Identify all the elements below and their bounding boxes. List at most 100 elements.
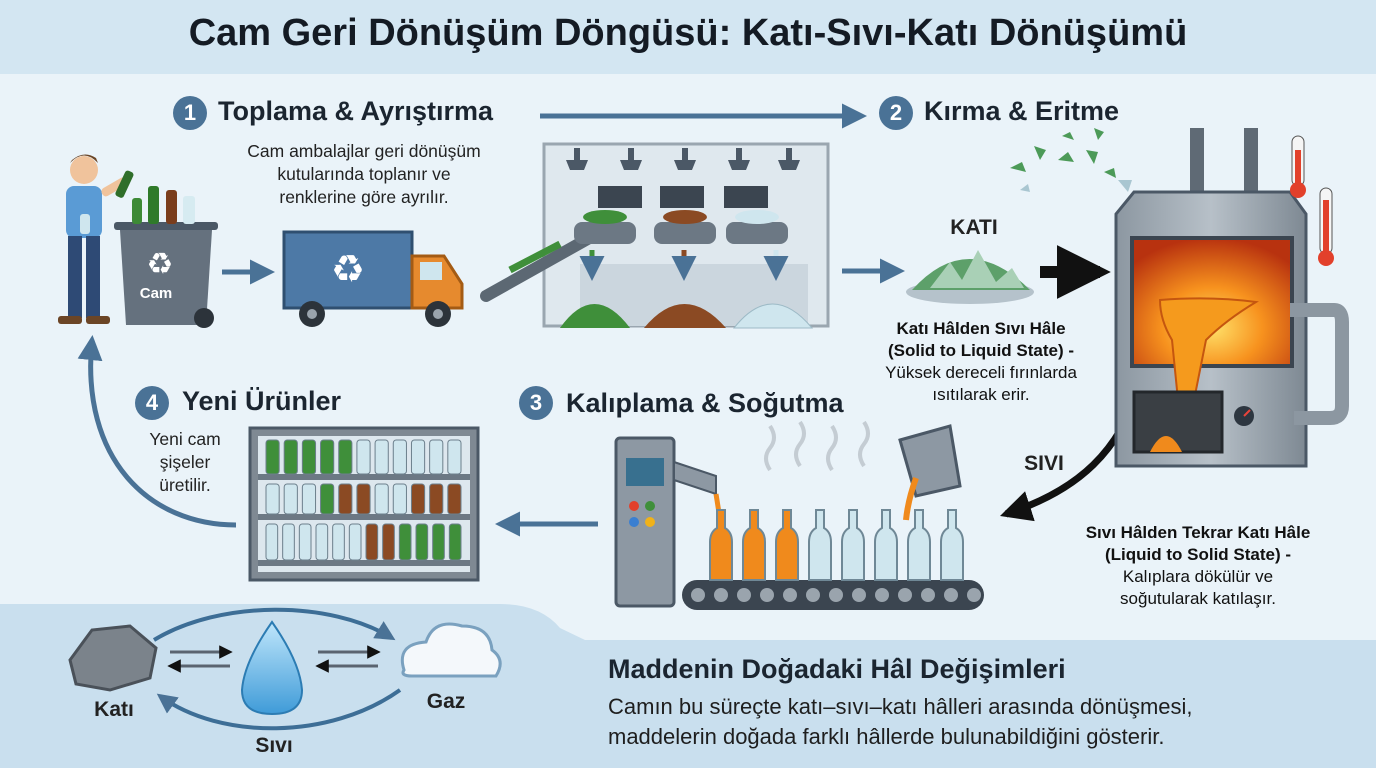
crushed-glass-pile <box>906 250 1034 304</box>
conveyor-bottle <box>709 509 733 581</box>
shelf-bottle <box>320 483 335 515</box>
arc-gas-to-solid <box>156 688 402 731</box>
bottom-text: Camın bu süreçte katı–sıvı–katı hâlleri … <box>608 694 1193 749</box>
state-label-liquid: SIVI <box>1024 452 1064 475</box>
ladle-pouring <box>898 424 962 521</box>
new-bottles-on-shelf <box>265 439 462 561</box>
shelf-bottle <box>447 483 462 515</box>
state-label-solid: KATI <box>950 216 998 239</box>
conveyor-roller <box>783 588 797 602</box>
conveyor-roller <box>829 588 843 602</box>
bottom-band <box>0 604 1376 768</box>
arrow-products-to-collection <box>77 335 237 528</box>
step-badge-3 <box>519 386 553 420</box>
shelf-bottle <box>298 523 312 561</box>
conveyor-roller <box>714 588 728 602</box>
shelf-bottle <box>283 483 298 515</box>
conveyor-bottle <box>742 509 766 581</box>
conveyor-roller <box>875 588 889 602</box>
step-title-molding-cooling: Kalıplama & Soğutma <box>566 388 844 418</box>
conveyor-roller <box>967 588 981 602</box>
shelf-bottle <box>447 439 462 475</box>
conveyor-roller <box>737 588 751 602</box>
shelf-bottle <box>365 523 379 561</box>
conveyor-roller <box>691 588 705 602</box>
conveyor-roller <box>944 588 958 602</box>
shelf-bottle <box>392 483 407 515</box>
shelf-bottle <box>283 439 298 475</box>
shelf-bottle <box>448 523 462 561</box>
shelf-bottle <box>429 439 444 475</box>
recycling-bin: ♻ <box>114 186 218 328</box>
cycle-label-solid: Katı <box>94 698 134 721</box>
conveyor-belt <box>682 580 984 610</box>
shelf-bottle <box>265 483 280 515</box>
step-title-new-products: Yeni Ürünler <box>182 386 342 416</box>
sorting-facility <box>480 142 830 329</box>
conveyor-roller <box>921 588 935 602</box>
shelf-bottle <box>348 523 362 561</box>
shelf-bottle <box>301 439 317 475</box>
step-badge-4 <box>135 386 169 420</box>
bottom-heading: Maddenin Doğadaki Hâl Değişimleri <box>608 654 1066 684</box>
step-number-3: 3 <box>529 390 543 415</box>
shelf-bottle <box>356 439 371 475</box>
cycle-label-gas: Gaz <box>426 690 466 713</box>
step-title-collection: Toplama & Ayrıştırma <box>218 96 494 126</box>
cloud-icon <box>400 622 502 678</box>
cycle-label-liquid: Sıvı <box>255 734 293 757</box>
recycling-truck: ♻ <box>282 230 464 327</box>
step-description-new-products: Yeni cam şişeler üretilir. <box>149 429 221 495</box>
shelf-bottle <box>410 483 426 515</box>
conveyor-bottle <box>841 509 865 581</box>
glass-furnace <box>1114 128 1349 468</box>
step-badge-1 <box>173 96 207 130</box>
shelf-bottle <box>265 439 280 475</box>
shelf-bottle <box>265 523 279 561</box>
solidifying-caption: Sıvı Hâlden Tekrar Katı Hâle (Liquid to … <box>1085 523 1311 608</box>
step-description-collection: Cam ambalajlar geri dönüşüm kutularında … <box>247 141 481 207</box>
shelf-bottle <box>282 523 295 561</box>
conveyor-bottle <box>808 509 832 581</box>
step-badge-2 <box>879 96 913 130</box>
shelf-bottle <box>332 523 345 561</box>
shelf-bottle <box>374 439 389 475</box>
step-number-1: 1 <box>183 100 197 125</box>
conveyor-roller <box>760 588 774 602</box>
shelf-bottle <box>392 439 407 475</box>
conveyor-roller <box>852 588 866 602</box>
shelf-bottle <box>374 483 389 515</box>
shelf-bottle <box>356 483 371 515</box>
shelf-bottle <box>338 439 353 475</box>
thermometer-icon <box>1290 135 1334 266</box>
step-number-2: 2 <box>889 100 903 125</box>
melting-caption: Katı Hâlden Sıvı Hâle (Solid to Liquid S… <box>885 319 1077 404</box>
title-banner <box>0 0 1376 74</box>
svg-text:♻: ♻ <box>147 247 174 282</box>
conveyor-roller <box>898 588 912 602</box>
person-illustration <box>58 154 134 324</box>
shelf-bottle <box>301 483 317 515</box>
shelf-bottle <box>432 523 445 561</box>
arc-solid-to-gas <box>152 607 396 642</box>
shelf-bottle <box>320 439 335 475</box>
shelf-bottle <box>429 483 444 515</box>
water-drop-icon <box>240 620 304 716</box>
page-title: Cam Geri Dönüşüm Döngüsü: Katı-Sıvı-Katı… <box>188 12 1188 54</box>
bin-label: Cam <box>139 285 173 302</box>
shelf-bottle <box>398 523 412 561</box>
shelf-bottle <box>338 483 353 515</box>
step-title-crushing-melting: Kırma & Eritme <box>924 96 1120 126</box>
conveyor-roller <box>806 588 820 602</box>
molding-machine <box>614 436 723 608</box>
step-number-4: 4 <box>145 390 159 415</box>
bottles-on-conveyor <box>709 509 964 581</box>
conveyor-bottle <box>775 509 799 581</box>
shelf-bottle <box>315 523 329 561</box>
svg-text:♻: ♻ <box>331 247 365 291</box>
rock-icon <box>68 624 158 692</box>
shelf-bottle <box>382 523 395 561</box>
exchange-arrows <box>167 645 381 673</box>
